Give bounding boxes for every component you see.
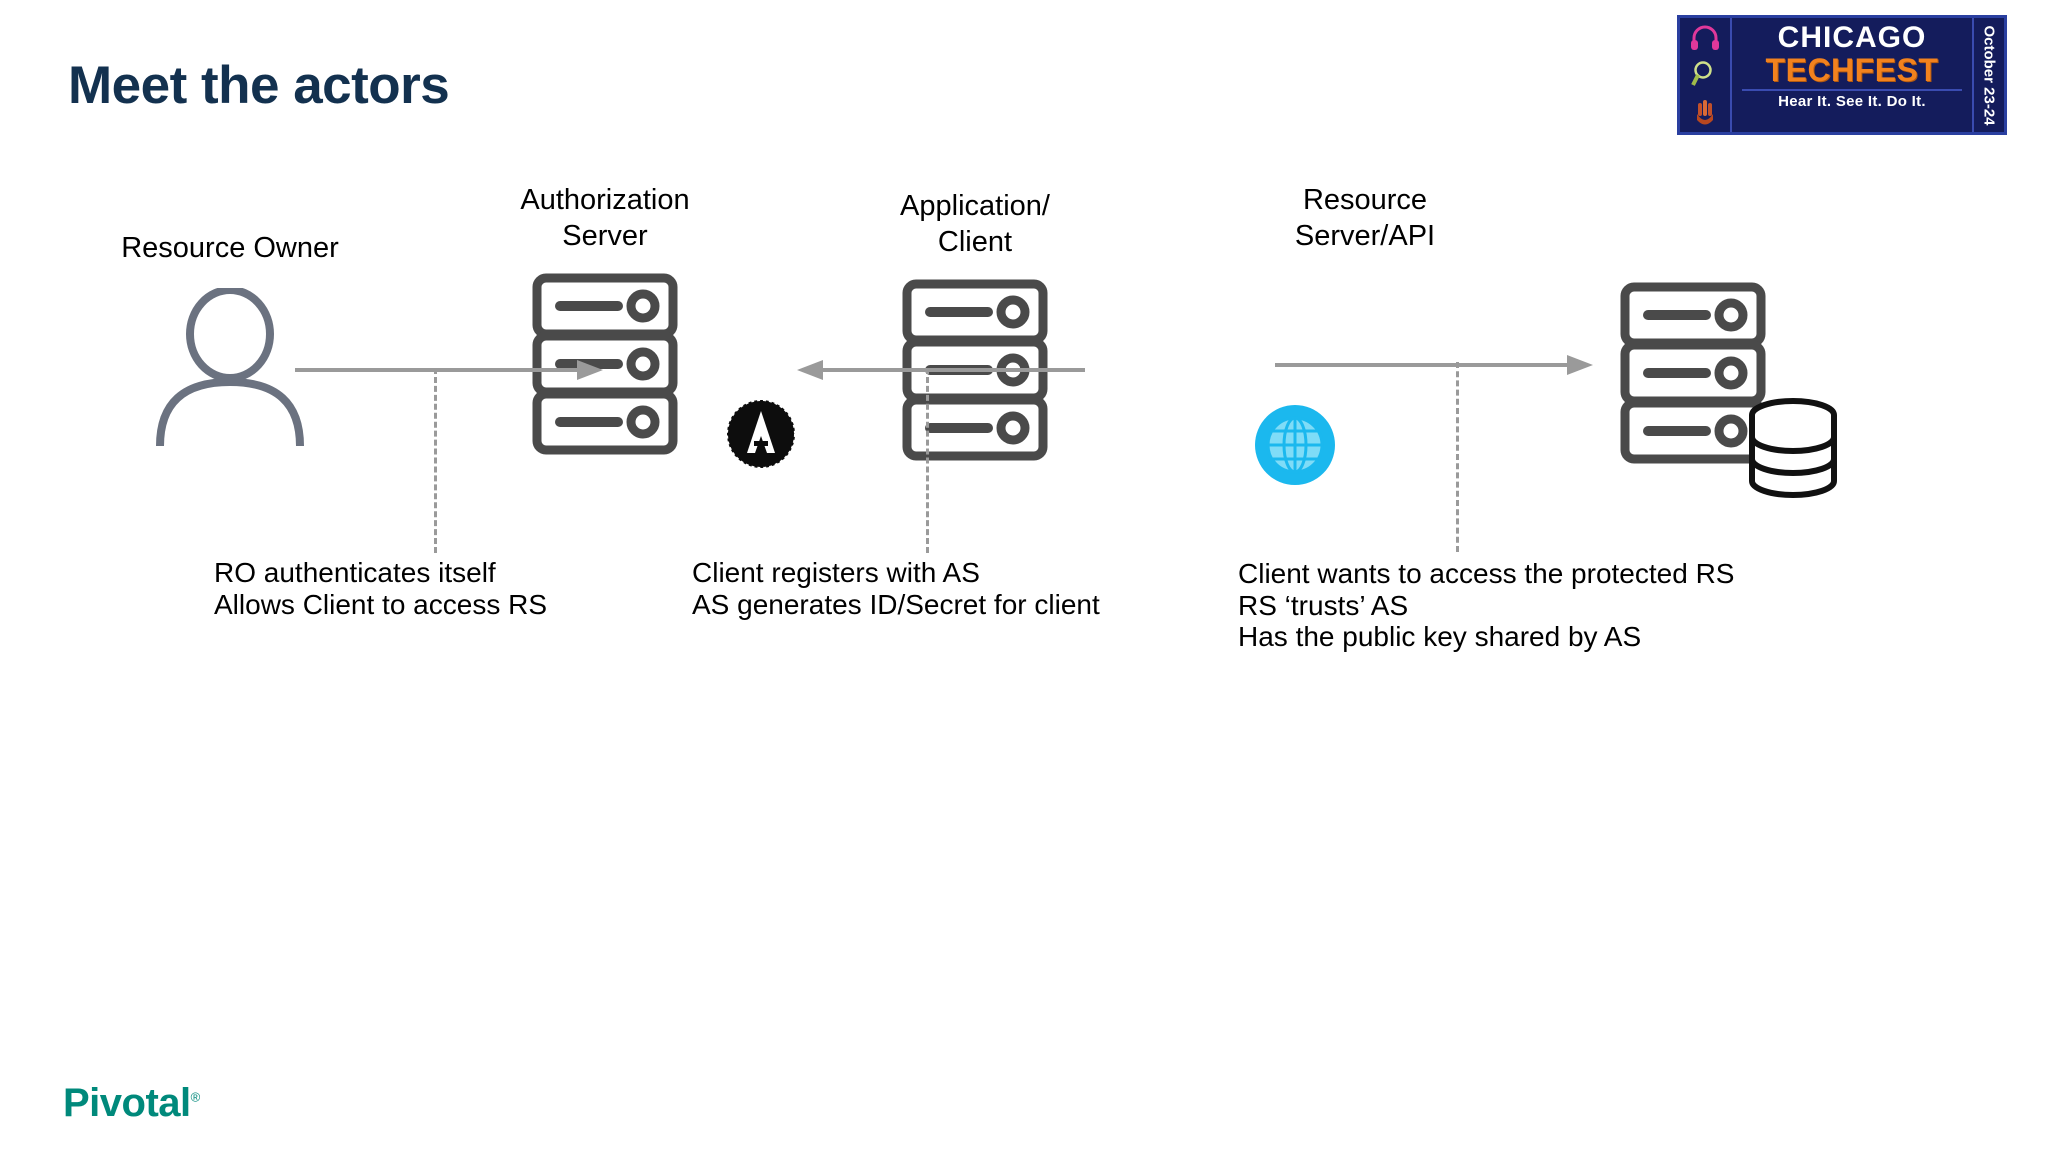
server-icon-resource-server-api xyxy=(1620,282,1766,469)
magnifier-icon xyxy=(1691,60,1719,88)
page-title: Meet the actors xyxy=(68,56,450,115)
actor-label-application-client: Application/ Client xyxy=(900,190,1050,259)
connector-client-to-rs xyxy=(1275,350,1595,385)
event-logo-line1: CHICAGO xyxy=(1777,21,1927,54)
actor-authorization-server: Authorization Server xyxy=(460,182,750,455)
event-logo: CHICAGO TECHFEST Hear It. See It. Do It.… xyxy=(1677,15,2007,135)
event-logo-line2: TECHFEST xyxy=(1765,51,1939,88)
event-logo-tagline: Hear It. See It. Do It. xyxy=(1778,92,1926,110)
actor-resource-server-api: Resource Server/API xyxy=(1220,182,1510,255)
person-icon xyxy=(10,288,450,448)
connector-client-to-as xyxy=(795,355,1085,390)
event-logo-divider xyxy=(1741,88,1963,91)
event-logo-date: October 23-24 xyxy=(1980,24,1998,126)
database-icon xyxy=(1745,398,1841,503)
actor-resource-owner: Resource Owner xyxy=(10,230,450,448)
caption-client: Client wants to access the protected RS … xyxy=(1238,558,1735,653)
server-icon-authorization-server xyxy=(460,273,750,455)
caption-authorization-server: Client registers with AS AS generates ID… xyxy=(692,557,1100,620)
actor-label-resource-server-api: Resource Server/API xyxy=(1294,184,1436,253)
actor-label-authorization-server: Authorization Server xyxy=(520,184,690,253)
globe-icon xyxy=(1253,403,1337,492)
headphones-icon xyxy=(1690,25,1720,51)
dropline-resource-owner xyxy=(434,368,437,553)
actor-application-client: Application/ Client xyxy=(830,188,1120,461)
caption-resource-owner: RO authenticates itself Allows Client to… xyxy=(214,557,548,620)
event-logo-icon-column xyxy=(1680,18,1732,132)
dropline-client xyxy=(1456,362,1459,552)
dropline-authorization-server xyxy=(926,368,929,553)
event-logo-date-column: October 23-24 xyxy=(1972,18,2004,132)
actor-label-resource-owner: Resource Owner xyxy=(121,232,339,264)
hand-icon xyxy=(1692,97,1718,125)
security-badge-icon xyxy=(725,398,797,475)
event-logo-main: CHICAGO TECHFEST Hear It. See It. Do It. xyxy=(1732,18,1972,132)
pivotal-registered-mark: ® xyxy=(190,1089,201,1105)
pivotal-wordmark: Pivotal xyxy=(63,1081,191,1125)
connector-ro-to-as xyxy=(295,355,605,390)
pivotal-logo: Pivotal® xyxy=(63,1081,200,1126)
